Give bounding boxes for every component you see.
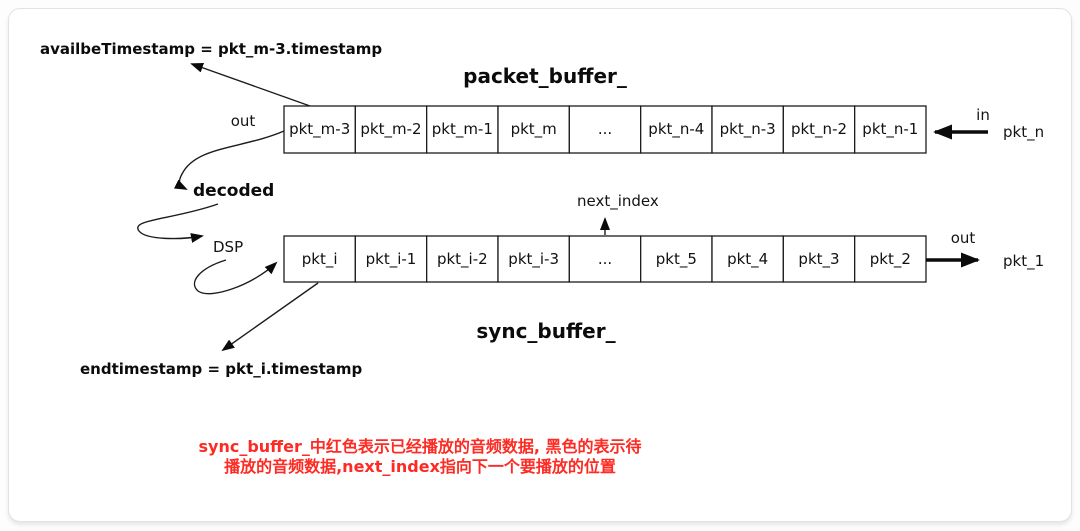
buffer-cell bbox=[283, 105, 356, 154]
cell-label: pkt_m-2 bbox=[360, 120, 421, 139]
cell-label: pkt_n-1 bbox=[862, 120, 918, 139]
cell-label: pkt_m-3 bbox=[289, 120, 350, 139]
cell-label: pkt_n-3 bbox=[720, 120, 776, 139]
decoded-label: decoded bbox=[193, 181, 274, 201]
buffer-cell bbox=[497, 235, 570, 283]
cell-label: pkt_m-1 bbox=[432, 120, 493, 139]
cell-label: ... bbox=[598, 120, 612, 138]
dsp-label: DSP bbox=[213, 238, 243, 256]
cell-label: pkt_i-1 bbox=[366, 250, 417, 269]
buffer-cell bbox=[640, 235, 713, 283]
buffer-cell bbox=[426, 235, 499, 283]
buffer-cell bbox=[711, 235, 784, 283]
cell-label: pkt_m bbox=[511, 120, 557, 139]
arrow-to-availbe-timestamp bbox=[190, 62, 311, 107]
sync-buffer-row: pkt_i pkt_i-1 pkt_i-2 pkt_i-3 ... pkt_5 … bbox=[283, 235, 927, 283]
buffer-cell bbox=[354, 105, 428, 154]
endtimestamp-annotation: endtimestamp = pkt_i.timestamp bbox=[80, 360, 362, 378]
buffer-cell bbox=[283, 235, 356, 283]
cell-label: ... bbox=[598, 250, 612, 268]
arrow-to-endtimestamp bbox=[221, 282, 319, 352]
buffer-cell bbox=[568, 105, 642, 154]
in-label: in bbox=[976, 106, 990, 124]
buffer-cell bbox=[854, 105, 927, 154]
cell-label: pkt_i bbox=[302, 250, 338, 269]
buffer-cell bbox=[354, 235, 428, 283]
cell-label: pkt_n-2 bbox=[791, 120, 847, 139]
sync-buffer-title: sync_buffer_ bbox=[476, 319, 615, 343]
buffer-cell bbox=[854, 235, 927, 283]
buffer-cell bbox=[782, 105, 856, 154]
buffer-cell bbox=[497, 105, 570, 154]
buffer-cell bbox=[568, 235, 642, 283]
in-packet-label: pkt_n bbox=[1003, 123, 1044, 142]
sync-out-label: out bbox=[951, 229, 976, 247]
out-packet-label: pkt_1 bbox=[1003, 252, 1044, 271]
cell-label: pkt_5 bbox=[656, 250, 697, 269]
packet-out-label: out bbox=[231, 112, 256, 130]
packet-buffer-row: pkt_m-3 pkt_m-2 pkt_m-1 pkt_m ... pkt_n-… bbox=[283, 105, 927, 154]
buffer-cell bbox=[711, 105, 784, 154]
packet-buffer-title: packet_buffer_ bbox=[463, 64, 627, 88]
buffer-cell bbox=[782, 235, 856, 283]
cell-label: pkt_n-4 bbox=[648, 120, 704, 139]
cell-label: pkt_i-3 bbox=[508, 250, 559, 269]
cell-label: pkt_3 bbox=[798, 250, 839, 269]
cell-label: pkt_2 bbox=[870, 250, 911, 269]
arrow-decoded-to-dsp bbox=[137, 203, 219, 243]
note-line-2: 播放的音频数据,next_index指向下一个要播放的位置 bbox=[224, 457, 616, 476]
arrow-dsp-to-sync-buffer bbox=[193, 259, 278, 295]
note-line-1: sync_buffer_中红色表示已经播放的音频数据, 黑色的表示待 bbox=[198, 437, 641, 456]
next-index-label: next_index bbox=[577, 192, 659, 211]
availbe-timestamp-annotation: availbeTimestamp = pkt_m-3.timestamp bbox=[40, 40, 382, 58]
cell-label: pkt_4 bbox=[727, 250, 768, 269]
buffer-cell bbox=[640, 105, 713, 154]
arrow-out-to-decoded bbox=[173, 130, 285, 190]
cell-label: pkt_i-2 bbox=[437, 250, 488, 269]
